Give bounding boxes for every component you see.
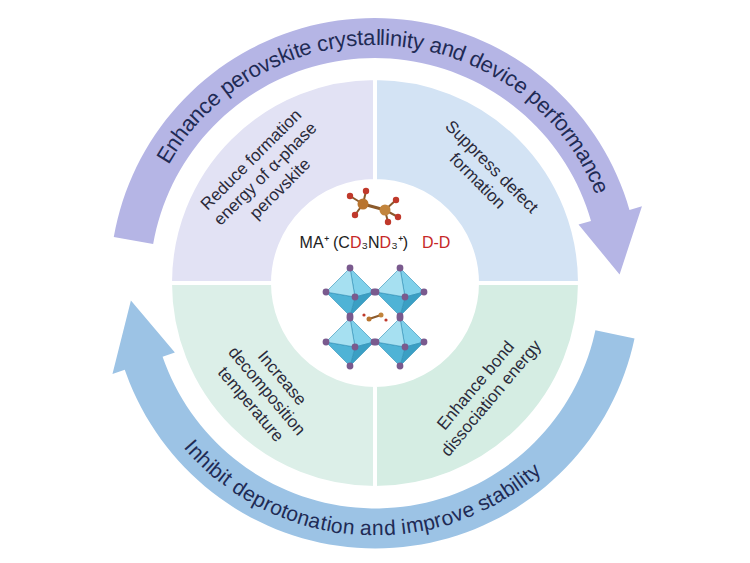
octahedron-face	[376, 318, 405, 347]
perovskite-lattice	[323, 265, 428, 370]
arc-label: Inhibit deprotonation and improve stabil…	[95, 298, 650, 563]
arc-glyph: d	[383, 517, 396, 539]
ma-cation	[362, 313, 387, 322]
formula-glyph: (	[333, 234, 338, 251]
halide-atom	[347, 363, 354, 370]
halide-atom	[397, 315, 404, 322]
formula-glyph: )	[403, 234, 408, 251]
halide-atom	[323, 289, 330, 296]
quadrant-fill	[170, 283, 375, 488]
bond-label: D-D	[422, 234, 450, 252]
halide-atom	[402, 344, 409, 351]
arc-glyph: y	[411, 30, 426, 54]
octahedron-face	[350, 342, 374, 366]
formula-glyph: A	[313, 234, 324, 251]
halide-atom	[352, 344, 359, 351]
formula-glyph: -	[434, 234, 439, 251]
arc-glyph: s	[345, 28, 358, 51]
halide-atom	[347, 265, 354, 272]
arc-glyph: l	[375, 27, 380, 49]
halide-atom	[352, 294, 359, 301]
halide-atom	[373, 339, 380, 346]
center-label-row: MA⁺ (CD₃ND₃⁺)D-D	[275, 231, 475, 253]
formula-glyph: ₃	[391, 234, 398, 251]
process-arrow-band: Inhibit deprotonation and improve stabil…	[95, 298, 650, 563]
halide-atom	[347, 315, 354, 322]
ma-molecule	[347, 188, 401, 225]
octahedron-face	[326, 268, 355, 297]
arc-glyph: a	[363, 27, 376, 49]
halide-atom	[397, 265, 404, 272]
cation-formula: MA⁺ (CD₃ND₃⁺)	[300, 231, 408, 253]
formula-glyph: D	[439, 234, 451, 251]
formula-glyph: ⁺	[398, 234, 403, 251]
halide-atom	[373, 289, 380, 296]
quadrant-fill	[170, 78, 375, 283]
arc-glyph: n	[342, 515, 356, 537]
octahedron-face	[350, 292, 374, 316]
formula-glyph: D	[350, 234, 362, 251]
arc-glyph: n	[372, 517, 384, 538]
formula-glyph: N	[368, 234, 380, 251]
arc-glyph: a	[360, 517, 372, 538]
formula-glyph: D	[380, 234, 392, 251]
octahedron-face	[400, 342, 424, 366]
center-circle: MA⁺ (CD₃ND₃⁺)D-D	[275, 183, 475, 383]
formula-glyph: C	[338, 234, 350, 251]
halide-atom	[323, 339, 330, 346]
halide-atom	[421, 339, 428, 346]
center-outline	[276, 184, 474, 382]
octahedron-face	[376, 268, 405, 297]
center-ground	[275, 183, 475, 383]
formula-glyph: ₃	[361, 234, 368, 251]
formula-glyph: M	[300, 234, 313, 251]
center-circle-shape	[275, 183, 475, 383]
formula-glyph: ⁺	[324, 234, 329, 251]
octahedron-face	[326, 318, 355, 347]
formula-glyph: D	[422, 234, 434, 251]
arc-glyph: t	[357, 27, 364, 49]
halide-atom	[397, 363, 404, 370]
curved-arrow	[112, 300, 634, 548]
halide-atom	[421, 289, 428, 296]
octahedron-face	[400, 292, 424, 316]
formula-glyph	[329, 234, 333, 251]
quadrant-fill	[375, 78, 580, 283]
halide-atom	[402, 294, 409, 301]
